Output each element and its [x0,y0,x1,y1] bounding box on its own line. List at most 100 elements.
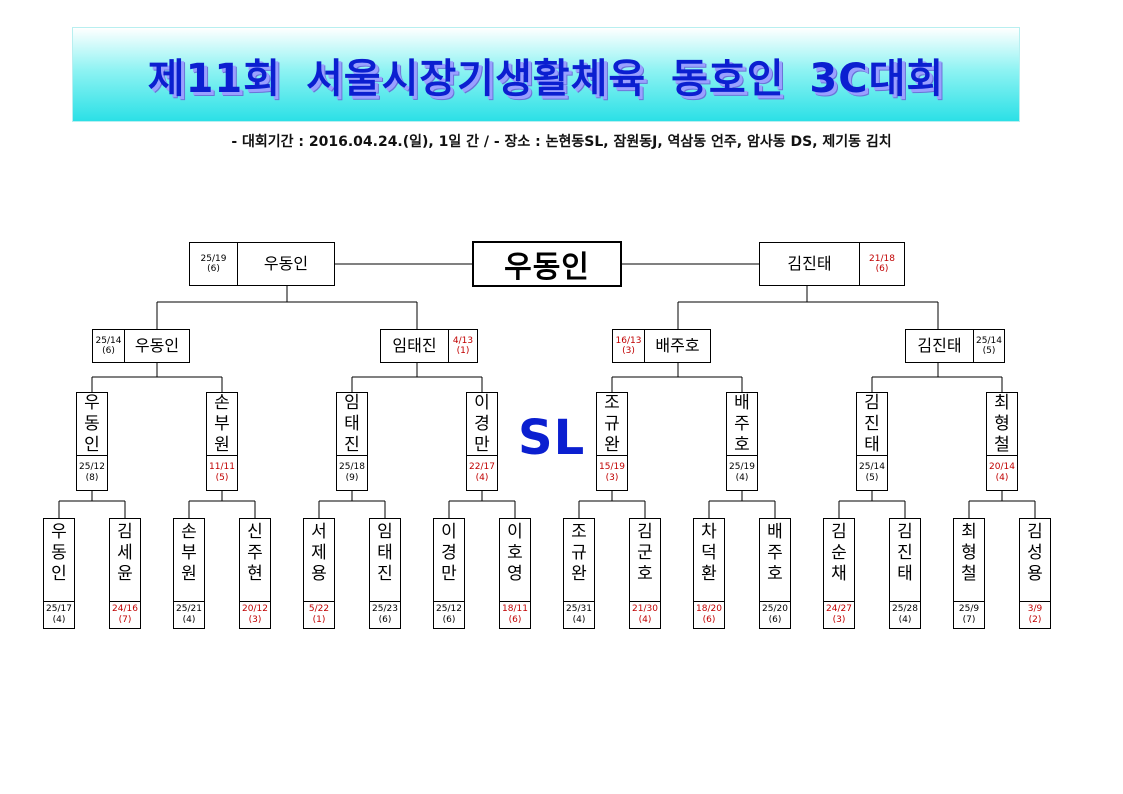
score: 15/19 [599,462,625,472]
round1-4: 신주현 20/12(3) [239,518,271,629]
match-score: 22/17(4) [467,455,497,490]
final-left-score: 25/19 (6) [190,243,238,285]
final-right: 김진태 21/18 (6) [759,242,905,286]
semi-score: 25/14 (6) [93,330,125,362]
player-name: 이경만 [441,521,457,584]
match-score: 24/27(3) [824,601,854,628]
score: 25/12 [436,604,462,614]
innings: (3) [248,615,262,625]
innings: (6) [378,615,392,625]
match-score: 25/19(4) [727,455,757,490]
score: 25/12 [79,462,105,472]
innings: (4) [995,473,1009,483]
quarter-6: 배주호 25/19(4) [726,392,758,491]
player-name: 최형철 [961,521,977,584]
final-right-name: 김진태 [760,243,860,285]
innings: (1) [456,346,470,356]
match-score: 25/9(7) [954,601,984,628]
match-score: 25/12(6) [434,601,464,628]
innings: (3) [622,346,635,356]
match-score: 25/23(6) [370,601,400,628]
innings: (5) [982,346,996,356]
round1-15: 최형철 25/9(7) [953,518,985,629]
match-score: 18/20(6) [694,601,724,628]
score: 25/31 [566,604,592,614]
score: 25/23 [372,604,398,614]
score: 24/16 [112,604,138,614]
innings: (3) [832,615,846,625]
round1-9: 조규완 25/31(4) [563,518,595,629]
champion-box: 우동인 [472,241,622,287]
score: 5/22 [308,604,330,614]
innings: (2) [1028,615,1042,625]
innings: (4) [572,615,586,625]
score: 18/11 [502,604,528,614]
player-name: 서제용 [311,521,327,584]
match-score: 25/17(4) [44,601,74,628]
match-score: 25/18(9) [337,455,367,490]
player-name: 우동인 [84,393,100,455]
semi-3: 16/13 (3) 배주호 [612,329,711,363]
player-name: 조규완 [604,393,620,455]
innings: (6) [102,346,115,356]
round1-11: 차덕환 18/20(6) [693,518,725,629]
score: 25/18 [339,462,365,472]
score: 22/17 [469,462,495,472]
score: 20/12 [242,604,268,614]
match-score: 25/31(4) [564,601,594,628]
score: 25/17 [46,604,72,614]
semi-4: 김진태 25/14 (5) [905,329,1005,363]
quarter-7: 김진태 25/14(5) [856,392,888,491]
innings: (6) [508,615,522,625]
player-name: 이호영 [507,521,523,584]
player-name: 김진태 [864,393,880,455]
quarter-8: 최형철 20/14(4) [986,392,1018,491]
round1-8: 이호영 18/11(6) [499,518,531,629]
quarter-3: 임태진 25/18(9) [336,392,368,491]
match-score: 3/9(2) [1020,601,1050,628]
innings: (6) [207,264,220,274]
player-name: 김순채 [831,521,847,584]
score: 25/14 [859,462,885,472]
score: 21/30 [632,604,658,614]
round1-7: 이경만 25/12(6) [433,518,465,629]
round1-12: 배주호 25/20(6) [759,518,791,629]
innings: (7) [118,615,132,625]
semi-name: 김진태 [906,330,974,362]
score: 4/13 [452,335,474,346]
player-name: 김세윤 [117,521,133,584]
quarter-4: 이경만 22/17(4) [466,392,498,491]
round1-16: 김성용 3/9(2) [1019,518,1051,629]
round1-14: 김진태 25/28(4) [889,518,921,629]
player-name: 최형철 [994,393,1010,455]
match-score: 5/22(1) [304,601,334,628]
score: 18/20 [696,604,722,614]
score: 3/9 [1027,604,1043,614]
final-left-name: 우동인 [263,253,309,273]
match-score: 25/28(4) [890,601,920,628]
quarter-2: 손부원 11/11(5) [206,392,238,491]
player-name: 차덕환 [701,521,717,584]
round1-1: 우동인 25/17(4) [43,518,75,629]
score: 25/19 [200,253,227,264]
title-banner: 제11회 서울시장기생활체육 동호인 3C대회 [72,27,1020,122]
score: 21/18 [869,253,895,264]
score: 20/14 [989,462,1015,472]
round1-2: 김세윤 24/16(7) [109,518,141,629]
innings: (3) [605,473,619,483]
match-score: 25/20(6) [760,601,790,628]
player-name: 우동인 [51,521,67,584]
score: 25/14 [976,335,1002,346]
round1-6: 임태진 25/23(6) [369,518,401,629]
semi-name: 배주호 [655,335,700,355]
player-name: 배주호 [767,521,783,584]
score: 16/13 [615,335,642,346]
match-score: 25/21(4) [174,601,204,628]
semi-score: 16/13 (3) [613,330,645,362]
innings: (6) [768,615,782,625]
score: 25/9 [958,604,980,614]
innings: (6) [442,615,456,625]
match-score: 21/30(4) [630,601,660,628]
venue-label: SL [518,410,586,466]
